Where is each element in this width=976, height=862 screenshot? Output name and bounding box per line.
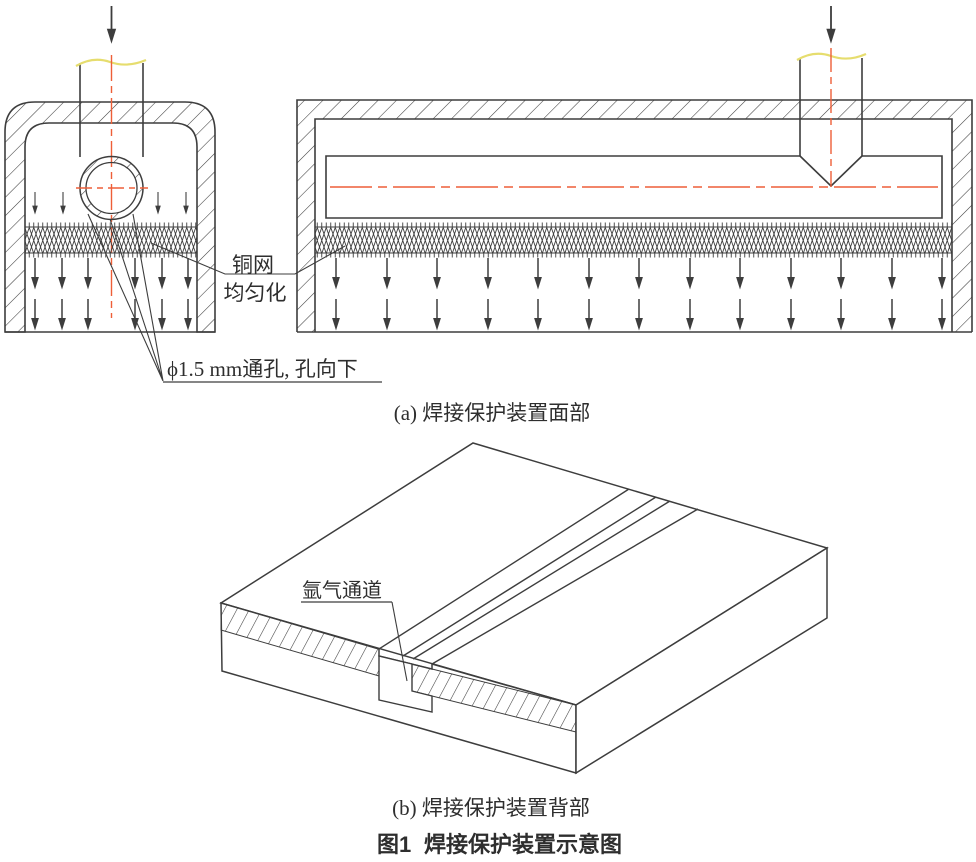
copper-mesh-label-line2: 均匀化 — [224, 281, 287, 305]
left-section-view — [4, 5, 216, 333]
right-section-view — [296, 5, 973, 333]
argon-channel-label: 氩气通道 — [301, 579, 408, 682]
right-shell-top-wall — [297, 100, 972, 119]
weld-groove-lines — [378, 488, 699, 665]
right-shell-left-wall — [297, 119, 315, 332]
figure-caption: 图1 焊接保护装置示意图 — [377, 832, 622, 857]
inlet-arrow-left — [105, 5, 118, 45]
inlet-arrow-right — [825, 5, 837, 45]
holes-label-text: ϕ1.5 mm通孔, 孔向下 — [167, 357, 358, 381]
gas-flow-arrows-right — [331, 257, 947, 332]
left-gas-inlet-tube — [75, 58, 147, 157]
argon-channel-label-text: 氩气通道 — [302, 579, 382, 602]
argon-channel-slot — [378, 655, 433, 713]
figure-caption-title: 焊接保护装置示意图 — [424, 832, 622, 857]
copper-mesh-label-line1: 铜网 — [232, 253, 274, 277]
gas-flow-arrows-left-cavity — [31, 191, 190, 216]
copper-mesh-label: 铜网 均匀化 — [150, 242, 346, 305]
holes-label: ϕ1.5 mm通孔, 孔向下 — [87, 213, 382, 383]
holes-leader-lines — [87, 213, 164, 382]
copper-mesh-band-left — [25, 222, 197, 258]
isometric-plate — [219, 442, 829, 775]
argon-channel-leader-line — [391, 601, 408, 682]
copper-mesh-leader-line — [150, 242, 346, 275]
plate-front-right-face — [575, 546, 828, 775]
caption-a: (a) 焊接保护装置面部 — [394, 401, 591, 425]
right-shell-right-wall — [952, 119, 972, 332]
caption-b: (b) 焊接保护装置背部 — [392, 796, 590, 820]
copper-mesh-band-right — [315, 222, 952, 258]
figure-caption-prefix: 图1 — [377, 832, 411, 857]
break-line — [75, 58, 147, 67]
